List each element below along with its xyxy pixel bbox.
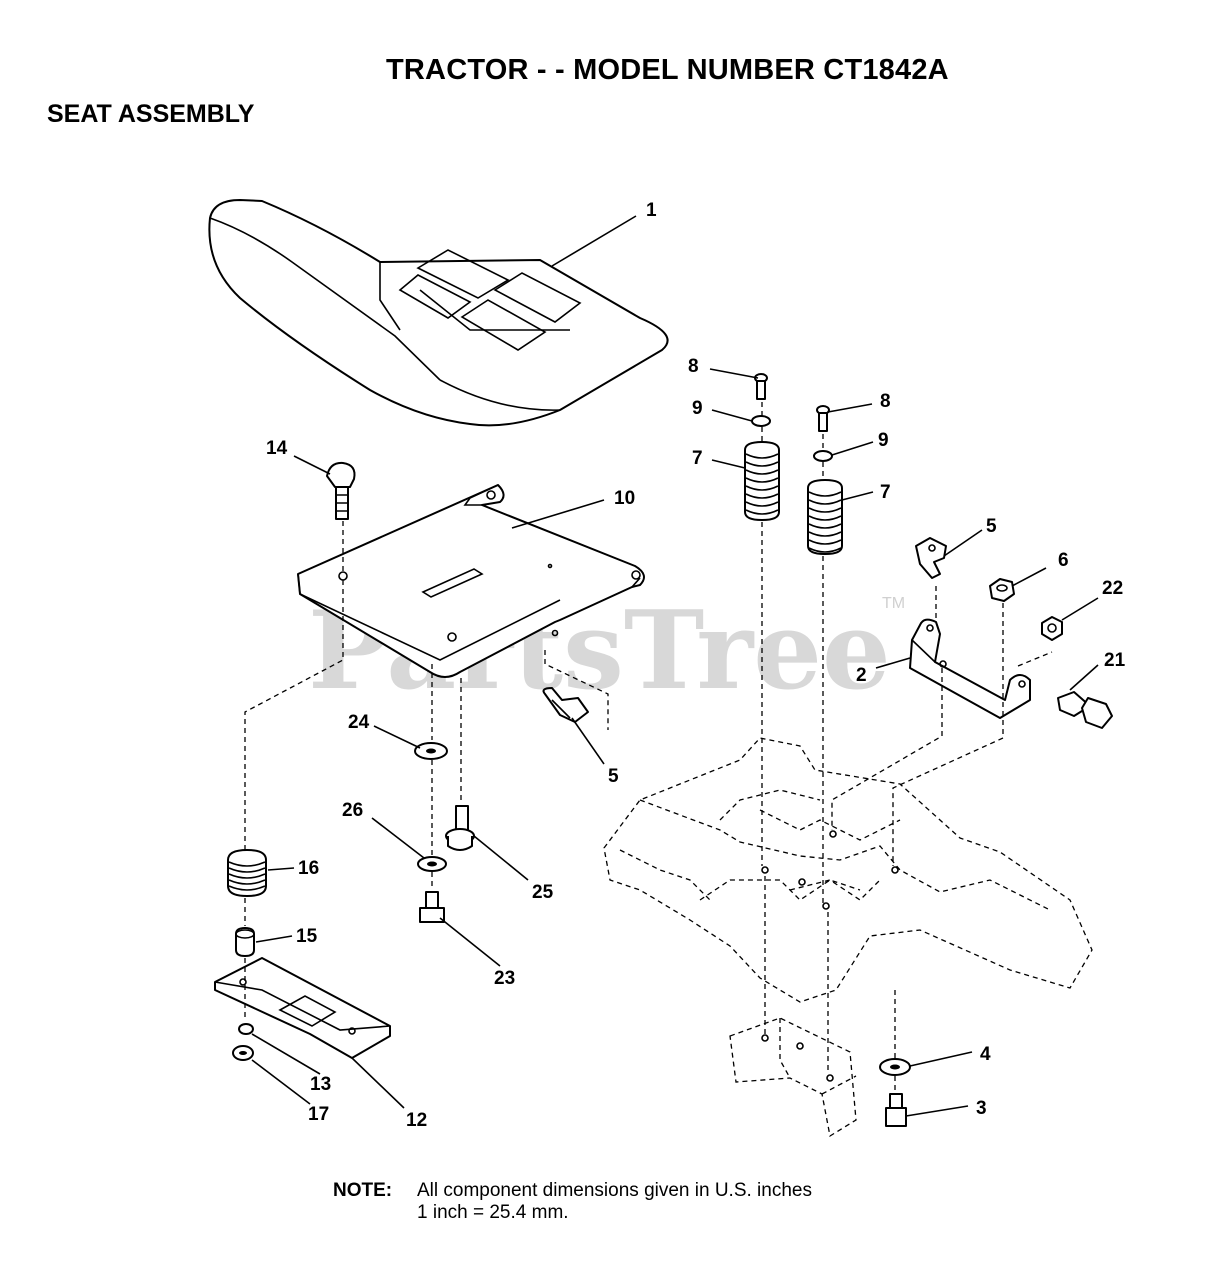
callout-5-left: 5 <box>608 766 619 787</box>
carriage-bolt-part <box>326 461 356 520</box>
watermark-trademark: TM <box>882 595 905 612</box>
dimension-note: NOTE: All component dimensions given in U… <box>333 1180 812 1224</box>
callout-1: 1 <box>646 200 657 221</box>
callout-8-left: 8 <box>688 356 699 377</box>
hex-bolt-part <box>419 891 445 923</box>
callout-6: 6 <box>1058 550 1069 571</box>
callout-16: 16 <box>298 858 319 879</box>
hex-nut-part <box>989 578 1015 602</box>
callout-8-right: 8 <box>880 391 891 412</box>
clip-part <box>542 687 589 723</box>
callout-14: 14 <box>266 438 288 459</box>
callout-15: 15 <box>296 926 318 947</box>
callout-12: 12 <box>406 1110 427 1131</box>
washer-part <box>751 415 771 427</box>
bushing-part <box>235 927 255 957</box>
assembly-guide-lines <box>244 402 1053 1092</box>
hex-nut-part <box>1041 616 1063 641</box>
callout-17: 17 <box>308 1104 329 1125</box>
callout-3: 3 <box>976 1098 987 1119</box>
callout-13: 13 <box>310 1074 331 1095</box>
callout-25: 25 <box>532 882 554 903</box>
callout-4: 4 <box>980 1044 991 1065</box>
pivot-bracket-part <box>909 618 1031 719</box>
note-label: NOTE: <box>333 1180 393 1201</box>
callout-9-right: 9 <box>878 430 889 451</box>
callout-5-right: 5 <box>986 516 997 537</box>
seat-part <box>208 199 669 427</box>
callout-2: 2 <box>856 665 867 686</box>
callout-9-left: 9 <box>692 398 703 419</box>
callout-7-right: 7 <box>880 482 891 503</box>
callout-23: 23 <box>494 968 515 989</box>
note-line-2: 1 inch = 25.4 mm. <box>417 1202 569 1223</box>
leader-lines <box>251 215 1099 1117</box>
callout-21: 21 <box>1104 650 1126 671</box>
nut-part <box>238 1023 254 1035</box>
callout-22: 22 <box>1102 578 1123 599</box>
compression-spring-part <box>744 441 780 521</box>
tractor-frame-outline <box>603 737 1093 1138</box>
hex-bolt-part <box>885 1093 907 1127</box>
shoulder-bolt-part <box>1057 691 1113 729</box>
callout-10: 10 <box>614 488 635 509</box>
callout-26: 26 <box>342 800 363 821</box>
callout-24: 24 <box>348 712 370 733</box>
washer-part <box>813 450 833 462</box>
callout-labels: 1 2 3 4 5 5 6 7 7 8 8 9 9 10 12 13 14 15… <box>266 200 1126 1131</box>
bolt-part <box>816 405 830 432</box>
callout-7-left: 7 <box>692 448 703 469</box>
clip-part <box>915 537 947 579</box>
page-title: TRACTOR - - MODEL NUMBER CT1842A <box>386 54 949 86</box>
note-line-1: All component dimensions given in U.S. i… <box>417 1180 812 1201</box>
shoulder-bolt-part <box>445 805 475 851</box>
compression-spring-part <box>807 479 843 555</box>
seat-bracket-part <box>214 957 391 1059</box>
spring-part <box>227 849 267 897</box>
seat-pan-part <box>297 484 645 678</box>
section-title: SEAT ASSEMBLY <box>47 100 255 128</box>
